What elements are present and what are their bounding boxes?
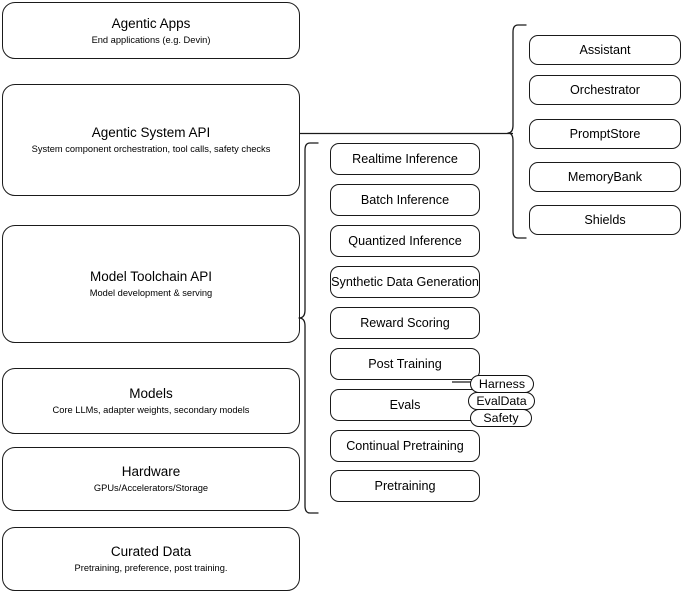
evals-pill-label: Safety xyxy=(483,410,519,425)
system-label: Orchestrator xyxy=(570,83,640,97)
layer-subtitle: End applications (e.g. Devin) xyxy=(91,34,211,45)
toolchain-label: Quantized Inference xyxy=(348,234,462,248)
toolchain-label: Post Training xyxy=(368,357,442,371)
layer-box-hardware[interactable]: Hardware GPUs/Accelerators/Storage xyxy=(2,447,300,511)
layer-subtitle: Model development & serving xyxy=(89,288,213,298)
layer-title: Curated Data xyxy=(110,544,192,559)
system-box-promptstore[interactable]: PromptStore xyxy=(529,119,681,149)
toolchain-label: Pretraining xyxy=(374,479,436,493)
layer-title: Models xyxy=(129,386,173,401)
system-box-orchestrator[interactable]: Orchestrator xyxy=(529,75,681,105)
layer-title: Hardware xyxy=(121,464,181,479)
connector-brace-toolchain-components xyxy=(298,138,322,520)
evals-pill-label: Harness xyxy=(478,376,526,391)
system-box-shields[interactable]: Shields xyxy=(529,205,681,235)
toolchain-box-evals[interactable]: Evals xyxy=(330,389,480,421)
toolchain-box-realtime-inference[interactable]: Realtime Inference xyxy=(330,143,480,175)
toolchain-box-synthetic-data-generation[interactable]: Synthetic Data Generation xyxy=(330,266,480,298)
system-label: MemoryBank xyxy=(567,170,643,184)
toolchain-box-continual-pretraining[interactable]: Continual Pretraining xyxy=(330,430,480,462)
connector-brace-system-components xyxy=(507,20,530,245)
evals-pill-label: EvalData xyxy=(476,393,527,408)
layer-subtitle: GPUs/Accelerators/Storage xyxy=(93,483,209,493)
toolchain-label: Continual Pretraining xyxy=(346,439,464,453)
system-box-memorybank[interactable]: MemoryBank xyxy=(529,162,681,192)
layer-title: Agentic System API xyxy=(91,125,211,140)
toolchain-label: Synthetic Data Generation xyxy=(331,275,479,289)
layer-subtitle: System component orchestration, tool cal… xyxy=(31,144,271,154)
system-label: Assistant xyxy=(579,43,631,57)
toolchain-box-quantized-inference[interactable]: Quantized Inference xyxy=(330,225,480,257)
layer-box-models[interactable]: Models Core LLMs, adapter weights, secon… xyxy=(2,368,300,434)
toolchain-label: Realtime Inference xyxy=(352,152,458,166)
toolchain-box-pretraining[interactable]: Pretraining xyxy=(330,470,480,502)
layer-subtitle: Pretraining, preference, post training. xyxy=(74,563,228,573)
system-label: Shields xyxy=(584,213,626,227)
system-box-assistant[interactable]: Assistant xyxy=(529,35,681,65)
toolchain-label: Evals xyxy=(389,398,421,412)
evals-pill-evaldata[interactable]: EvalData xyxy=(468,392,535,410)
layer-title: Agentic Apps xyxy=(111,15,191,31)
layer-subtitle: Core LLMs, adapter weights, secondary mo… xyxy=(52,405,250,415)
toolchain-label: Reward Scoring xyxy=(360,316,450,330)
toolchain-box-batch-inference[interactable]: Batch Inference xyxy=(330,184,480,216)
evals-pill-harness[interactable]: Harness xyxy=(470,375,534,393)
toolchain-box-post-training[interactable]: Post Training xyxy=(330,348,480,380)
toolchain-box-reward-scoring[interactable]: Reward Scoring xyxy=(330,307,480,339)
evals-pill-safety[interactable]: Safety xyxy=(470,409,532,427)
layer-box-agentic-system-api[interactable]: Agentic System API System component orch… xyxy=(2,84,300,196)
layer-box-model-toolchain-api[interactable]: Model Toolchain API Model development & … xyxy=(2,225,300,343)
system-label: PromptStore xyxy=(569,127,641,141)
layer-box-agentic-apps[interactable]: Agentic Apps End applications (e.g. Devi… xyxy=(2,2,300,59)
layer-title: Model Toolchain API xyxy=(89,269,213,284)
layer-box-curated-data[interactable]: Curated Data Pretraining, preference, po… xyxy=(2,527,300,591)
toolchain-label: Batch Inference xyxy=(360,193,450,207)
